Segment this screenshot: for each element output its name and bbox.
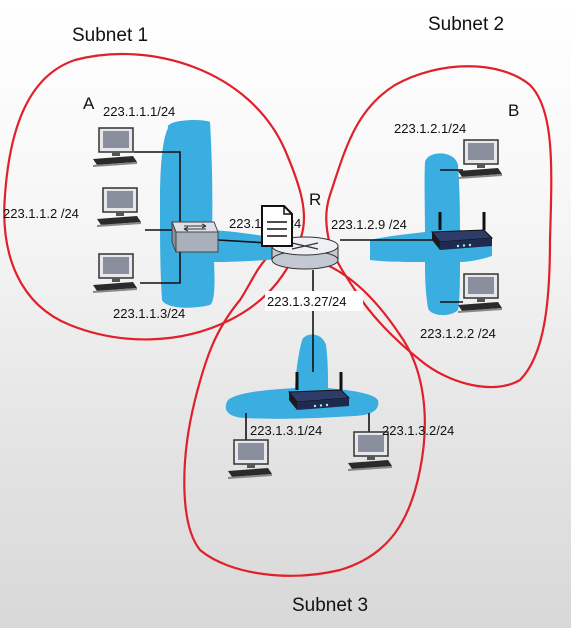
wireless-ap-icon — [287, 372, 351, 410]
subnet-1-label: Subnet 1 — [72, 25, 148, 46]
computer-icon — [457, 273, 503, 314]
wire-a3-switch — [140, 250, 181, 284]
ip-label-a1: 223.1.1.1/24 — [103, 104, 175, 119]
computer-icon — [227, 439, 273, 480]
computer-icon — [92, 127, 138, 168]
subnet-1-outline — [3, 52, 306, 341]
computer-icon — [457, 139, 503, 180]
ip-label-router-subnet3: 223.1.3.27/24 — [267, 294, 347, 309]
subnet-3-outline — [183, 253, 426, 577]
subnet-2-outline — [325, 65, 553, 389]
ip-label-a3: 223.1.1.3/24 — [113, 306, 185, 321]
ip-label-c1: 223.1.3.1/24 — [250, 423, 322, 438]
wireless-ap-icon — [430, 212, 494, 250]
switch-icon — [171, 221, 219, 253]
subnet-outlines — [3, 52, 553, 577]
document-icon — [261, 205, 293, 247]
ip-label-b1: 223.1.2.1/24 — [394, 121, 466, 136]
subnet-3-label: Subnet 3 — [292, 595, 368, 616]
ip-label-b2: 223.1.2.2 /24 — [420, 326, 496, 341]
subnet-1-segment — [160, 120, 290, 308]
ip-label-background — [265, 291, 363, 311]
host-a-label: A — [83, 94, 95, 113]
ip-label-router-subnet2: 223.1.2.9 /24 — [331, 217, 407, 232]
computer-icon — [92, 253, 138, 294]
subnet-2-segment — [370, 153, 492, 316]
wire-a1-switch — [134, 151, 181, 222]
computer-icon — [96, 187, 142, 228]
ip-label-c2: 223.1.3.2/24 — [382, 423, 454, 438]
router-r-label: R — [309, 190, 321, 209]
subnet-2-label: Subnet 2 — [428, 14, 504, 35]
host-b-label: B — [508, 101, 519, 120]
ip-label-a2: 223.1.1.2 /24 — [3, 206, 79, 221]
